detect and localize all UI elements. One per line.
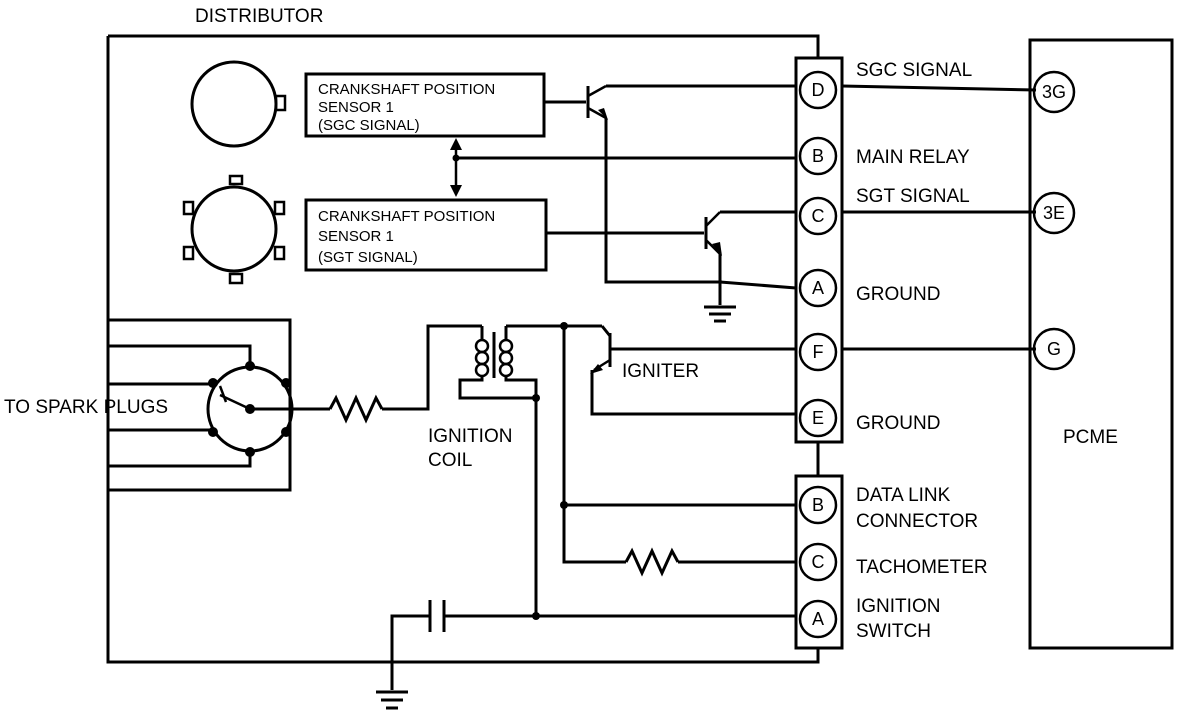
tachometer-label: TACHOMETER [856,557,988,578]
sgc-rotor-disc [190,60,287,148]
distributor-title: DISTRIBUTOR [195,6,323,27]
pin-label: A [812,278,824,298]
pin-label: A [812,609,824,629]
sgt-rotor-disc [182,174,286,285]
pcme-module [1028,38,1174,650]
pin-label: C [812,552,825,572]
pin-label: B [812,146,824,166]
sensor-link-arrow [450,138,796,197]
igniter-transistor [590,325,796,416]
pcme-pin-label: G [1047,339,1061,359]
upper-pin-b: B [798,136,838,176]
pcme-label: PCME [1063,427,1118,448]
ignition-switch-label-1: IGNITION [856,596,940,617]
upper-pin-c: C [798,196,838,236]
distributor-outline [106,34,820,664]
pcme-wires [841,84,1037,351]
distributor-cap [108,318,294,492]
lower-pin-c: C [798,542,838,582]
upper-pin-f: F [798,332,838,372]
to-spark-plugs-label: TO SPARK PLUGS [4,397,168,418]
pcme-pin-3e: 3E [1032,191,1076,235]
ground-symbol-capacitor [376,690,408,710]
lower-pin-b: B [798,485,838,525]
ignition-coil [458,322,602,402]
ground-label-2: GROUND [856,413,940,434]
pin-label: B [812,495,824,515]
sgc-signal-label: SGC SIGNAL [856,60,972,81]
upper-pin-e: E [798,398,838,438]
data-link-label-2: CONNECTOR [856,511,978,532]
sensor-sgc-line2: SENSOR 1 [318,99,394,116]
pcme-pin-3g: 3G [1032,70,1076,114]
sensor-sgt-line3: (SGT SIGNAL) [318,249,418,266]
capacitor [390,600,446,690]
sensor-sgt-line1: CRANKSHAFT POSITION [318,208,495,225]
sensor-sgt-box: CRANKSHAFT POSITION SENSOR 1 (SGT SIGNAL… [304,198,548,272]
sgc-transistor [544,84,796,284]
sensor-sgc-line3: (SGC SIGNAL) [318,117,420,134]
pcme-pin-g: G [1032,327,1076,371]
pin-label: C [812,206,825,226]
upper-pin-a: A [798,268,838,308]
lower-pin-a: A [798,599,838,639]
sensor-sgt-line2: SENSOR 1 [318,228,394,245]
ground-symbol-sensor [704,305,736,323]
pcme-pin-label: 3G [1042,82,1066,102]
pin-label: E [812,408,824,428]
ignition-switch-label-2: SWITCH [856,621,931,642]
ground-label-1: GROUND [856,284,940,305]
ignition-coil-label-2: COIL [428,450,472,471]
upper-connector [794,56,844,444]
sgt-signal-label: SGT SIGNAL [856,186,970,207]
lower-connector [794,474,844,650]
sensor-sgc-box: CRANKSHAFT POSITION SENSOR 1 (SGC SIGNAL… [304,72,546,138]
ignition-coil-label-1: IGNITION [428,426,512,447]
lower-wiring [444,326,796,620]
pin-label: F [813,342,824,362]
sensor-sgc-line1: CRANKSHAFT POSITION [318,81,495,98]
main-relay-label: MAIN RELAY [856,147,970,168]
upper-pin-d: D [798,70,838,110]
data-link-label-1: DATA LINK [856,485,951,506]
spark-resistor [250,324,482,424]
pcme-pin-label: 3E [1043,203,1065,223]
igniter-label: IGNITER [622,361,699,382]
sgt-transistor [546,210,797,305]
pin-label: D [812,80,825,100]
